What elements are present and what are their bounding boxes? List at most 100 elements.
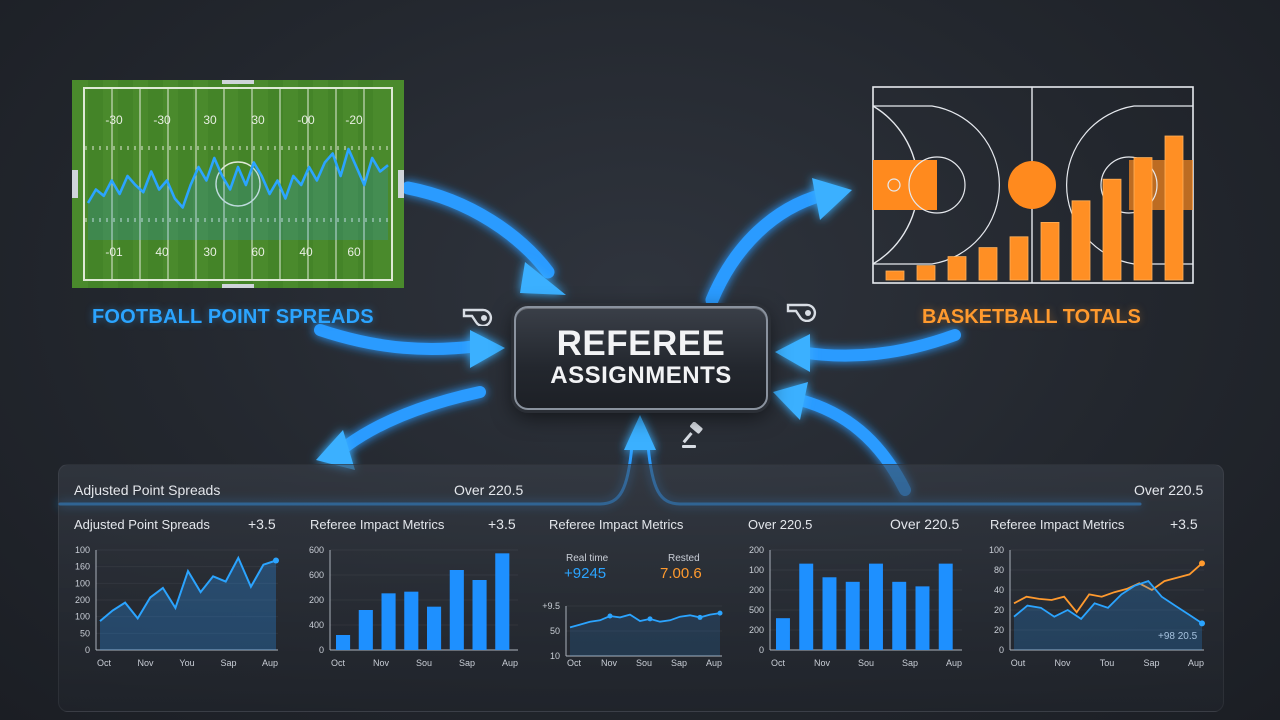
bar: [427, 606, 442, 650]
y-tick-label: 20: [994, 605, 1004, 615]
x-tick-label: Aup: [706, 658, 722, 668]
x-tick-label: Sap: [671, 658, 687, 668]
chart2-header: Referee Impact Metrics: [310, 517, 445, 532]
bar: [869, 563, 883, 650]
x-tick-label: Oct: [567, 658, 582, 668]
y-tick-label: 50: [80, 628, 90, 638]
yard-label-top: -00: [297, 113, 315, 127]
bar: [449, 570, 464, 650]
y-tick-label: 0: [999, 645, 1004, 655]
hoop-left: [887, 178, 901, 192]
basketball-bar: [1133, 157, 1153, 281]
y-tick-label: 80: [994, 565, 1004, 575]
yard-label-bottom: 40: [299, 245, 313, 259]
football-title: FOOTBALL POINT SPREADS: [92, 306, 374, 328]
y-tick-label: 20: [994, 625, 1004, 635]
arrow-hub-to-panel-left: [329, 386, 486, 461]
y-tick-label: 100: [989, 545, 1004, 555]
y-tick-label: 200: [309, 595, 324, 605]
bar: [892, 581, 907, 650]
yard-label-bottom: 40: [155, 245, 169, 259]
bar: [776, 618, 790, 650]
basketball-bar: [916, 265, 936, 281]
bar: [822, 577, 837, 650]
panel-title-right: Over 220.5: [1134, 482, 1204, 498]
yard-label-bottom: 60: [347, 245, 361, 259]
arrow-football-to-hub: [401, 181, 555, 279]
yard-label-top: -30: [153, 113, 171, 127]
chart1-header: Adjusted Point Spreads: [74, 517, 210, 532]
stat-label-realtime: Real time: [566, 553, 609, 564]
x-tick-label: Sou: [416, 658, 432, 668]
bar: [336, 635, 351, 650]
line-point: [717, 610, 723, 616]
turf-stripe: [88, 80, 103, 288]
bar: [381, 593, 396, 650]
metrics-panel: [58, 464, 1224, 712]
hub-title-line2: ASSIGNMENTS: [550, 362, 732, 389]
y-tick-label: 200: [75, 595, 90, 605]
area-endpoint: [273, 557, 279, 564]
x-tick-label: Aup: [946, 658, 962, 668]
y-tick-label: 40: [994, 585, 1004, 595]
y-tick-label: 160: [75, 562, 90, 572]
center-circle: [215, 161, 261, 207]
y-tick-label: 0: [759, 645, 764, 655]
line-point: [697, 614, 703, 620]
series-line: [1013, 562, 1203, 614]
x-tick-label: Oct: [771, 658, 786, 668]
panel-title-left: Adjusted Point Spreads: [74, 482, 221, 498]
basketball-bar: [1071, 200, 1091, 281]
basketball-bar: [978, 247, 998, 281]
yard-label-top: 30: [203, 113, 217, 127]
y-tick-label: 200: [749, 545, 764, 555]
field-line-series: [86, 147, 389, 209]
y-tick-label: 200: [749, 625, 764, 635]
basketball-bar: [1009, 236, 1029, 281]
stat-value-rested: 7.00.6: [660, 565, 702, 582]
bar: [404, 591, 419, 650]
field-turf: [72, 80, 404, 288]
yard-label-bottom: -01: [105, 245, 123, 259]
yard-label-top: 30: [251, 113, 265, 127]
basketball-title: BASKETBALL TOTALS: [922, 306, 1141, 328]
chart5-header: Referee Impact Metrics: [990, 517, 1125, 532]
y-tick-label: 100: [75, 578, 90, 588]
x-tick-label: Aup: [502, 658, 518, 668]
bar: [938, 563, 953, 650]
whistle-icon: [462, 308, 493, 326]
arrowhead-3: [470, 330, 505, 368]
bar: [358, 610, 373, 650]
turf-stripe: [298, 80, 313, 288]
referee-assignments-hub[interactable]: REFEREE ASSIGNMENTS: [514, 306, 768, 410]
x-tick-label: Tou: [1100, 658, 1115, 668]
three-point-left: [873, 105, 1000, 265]
y-tick-label: 400: [309, 620, 324, 630]
chart5-annotation: +98 20.5: [1158, 631, 1198, 642]
basketball-court: [872, 86, 1215, 284]
x-tick-label: Nov: [814, 658, 831, 668]
free-throw-circle-left: [908, 156, 966, 214]
area-line: [99, 555, 277, 622]
bar: [472, 580, 487, 650]
line-area: [570, 613, 720, 656]
x-tick-label: Sou: [636, 658, 652, 668]
gavel-icon: [682, 422, 703, 448]
chart2-badge: +3.5: [488, 516, 516, 532]
y-tick-label: 200: [749, 585, 764, 595]
series-line: [1013, 580, 1203, 625]
stat-label-rested: Rested: [668, 553, 700, 564]
y-tick-label: 100: [75, 612, 90, 622]
field-line-area: [88, 149, 388, 240]
line-point: [647, 616, 653, 622]
y-tick-label: 100: [75, 545, 90, 555]
arrowhead-4: [316, 430, 355, 470]
series-endpoint: [1199, 560, 1205, 567]
x-tick-label: Nov: [137, 658, 154, 668]
goalpost-right: [398, 170, 408, 198]
